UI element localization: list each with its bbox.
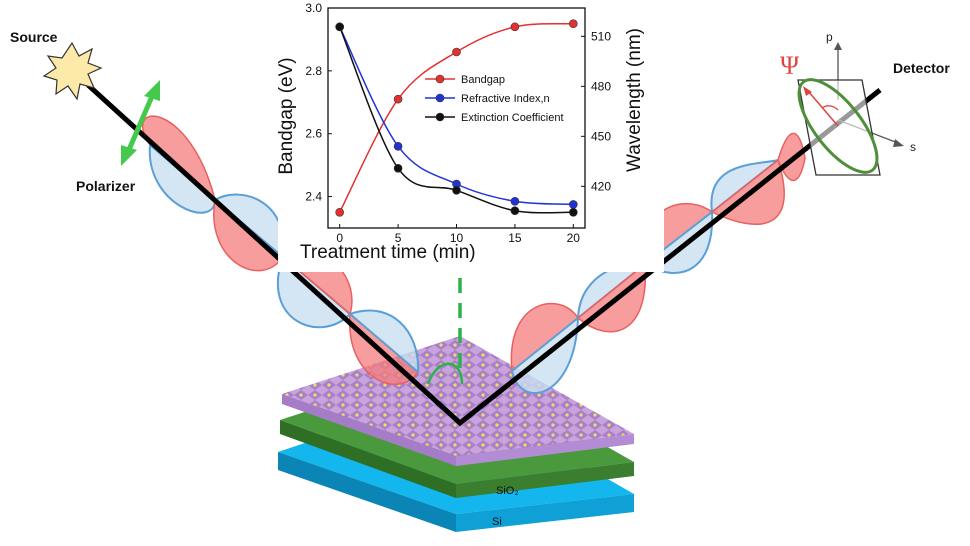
series-point-0 xyxy=(452,47,461,57)
series-point-2 xyxy=(510,206,520,216)
y-right-tick-label: 480 xyxy=(591,79,611,93)
detector-label: Detector xyxy=(893,60,950,76)
legend-label-2: Extinction Coefficient xyxy=(461,112,564,124)
y-left-tick-label: 2.6 xyxy=(305,127,322,141)
x-tick-label: 5 xyxy=(395,231,402,245)
x-tick-label: 0 xyxy=(336,231,343,245)
y-right-tick-label: 420 xyxy=(591,179,611,193)
sio2-label: SiO₂ xyxy=(496,485,519,497)
series-point-0 xyxy=(510,22,520,32)
psi-symbol: Ψ xyxy=(780,51,800,80)
x-axis-title: Treatment time (min) xyxy=(300,242,476,263)
light-beam xyxy=(86,83,882,427)
source-label: Source xyxy=(10,29,58,45)
polarizer-arrow-icon xyxy=(121,80,160,166)
y-left-tick-label: 3.0 xyxy=(305,1,322,15)
incidence-angle-arc xyxy=(426,362,464,385)
polarizer-label: Polarizer xyxy=(76,178,136,194)
y-right-tick-label: 510 xyxy=(591,29,611,43)
y-left-tick-label: 2.4 xyxy=(305,190,322,204)
x-tick-label: 10 xyxy=(450,231,464,245)
y-right-tick-label: 450 xyxy=(591,129,611,143)
series-point-2 xyxy=(569,207,578,217)
y-axis-right-title: Wavelength (nm) xyxy=(624,28,645,172)
legend-marker-2 xyxy=(435,112,445,122)
series-point-0 xyxy=(569,19,578,29)
legend-marker-0 xyxy=(435,74,445,84)
detector-polarization-diagram xyxy=(797,42,904,176)
y-axis-left-title: Bandgap (eV) xyxy=(276,57,297,174)
polarization-ellipse xyxy=(797,78,879,174)
si-label: Si xyxy=(492,516,502,528)
chart-marks xyxy=(335,19,578,217)
light-source-icon xyxy=(42,41,103,101)
p-axis-label: p xyxy=(826,30,833,44)
series-point-1 xyxy=(510,196,520,206)
series-point-2 xyxy=(452,185,461,195)
series-point-2 xyxy=(393,163,403,173)
legend-marker-1 xyxy=(435,93,445,103)
series-point-1 xyxy=(569,200,578,209)
series-point-0 xyxy=(335,207,344,217)
s-axis-label: s xyxy=(910,140,916,154)
series-line-1 xyxy=(339,26,574,206)
legend-label-0: Bandgap xyxy=(461,74,505,86)
x-tick-label: 20 xyxy=(567,231,581,245)
series-point-1 xyxy=(393,141,403,151)
chart-background xyxy=(278,0,664,272)
series-line-0 xyxy=(339,22,574,213)
series-point-2 xyxy=(335,22,344,32)
legend-label-1: Refractive Index,n xyxy=(461,93,550,105)
series-point-0 xyxy=(393,94,403,104)
x-tick-label: 15 xyxy=(508,231,522,245)
y-left-tick-label: 2.8 xyxy=(305,64,322,78)
series-line-2 xyxy=(338,26,574,214)
